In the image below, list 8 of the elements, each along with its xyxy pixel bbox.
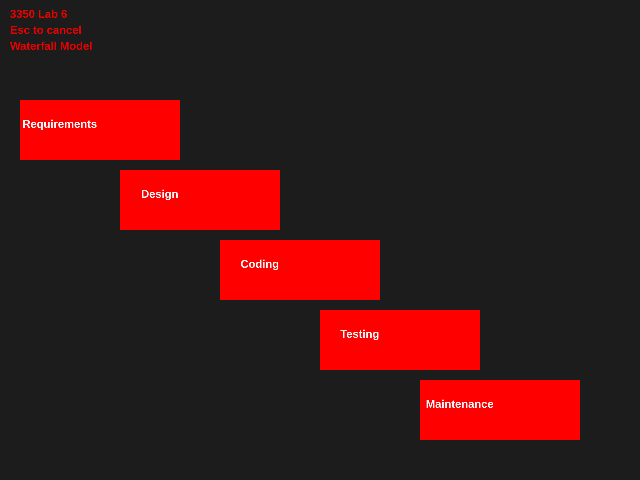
header-text: 3350 Lab 6 xyxy=(10,10,68,18)
process-box: Design xyxy=(120,170,280,230)
process-box: Testing xyxy=(320,310,480,370)
process-box: Coding xyxy=(220,240,380,300)
process-box: Maintenance xyxy=(420,380,580,440)
header-text: Waterfall Model xyxy=(10,42,92,50)
process-box: Requirements xyxy=(20,100,180,160)
header-text: Esc to cancel xyxy=(11,26,82,34)
